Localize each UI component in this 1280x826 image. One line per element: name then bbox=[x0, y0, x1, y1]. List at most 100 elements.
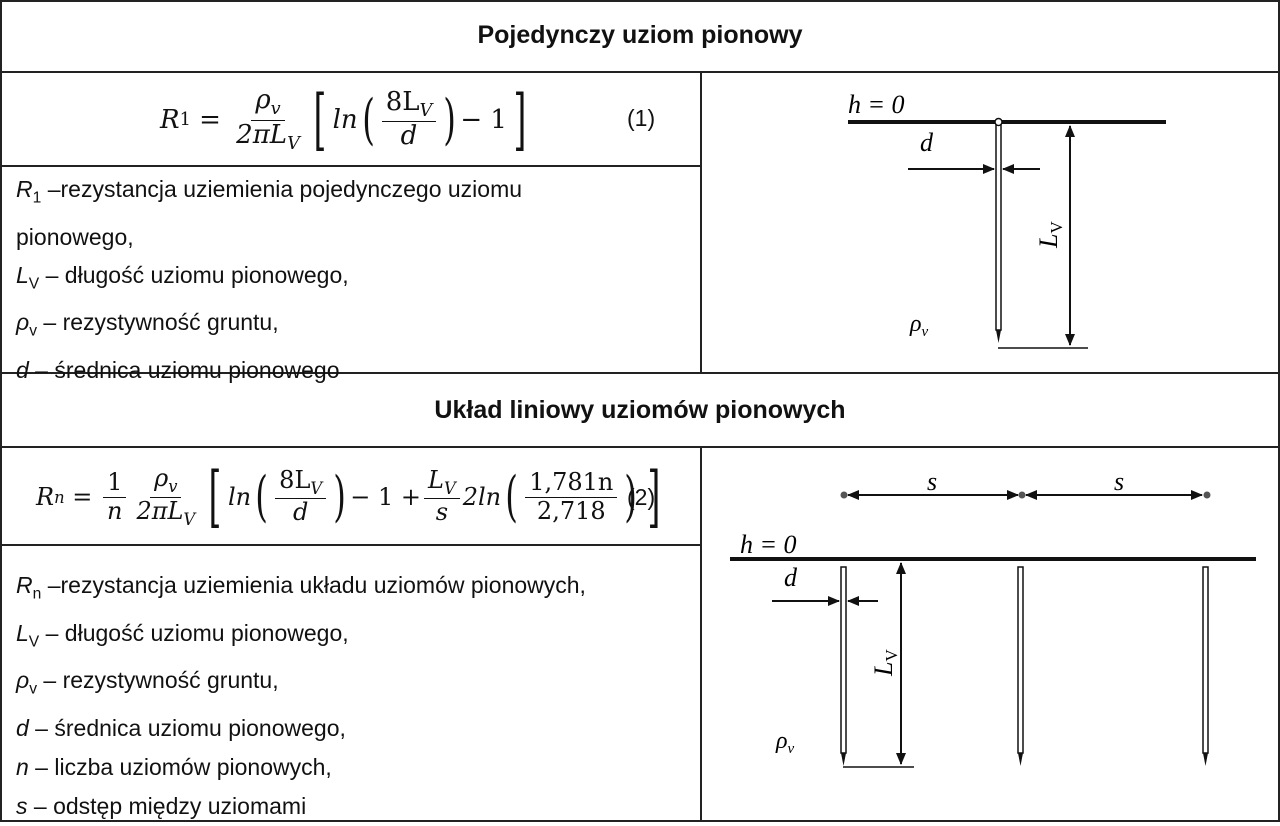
grid-line bbox=[700, 446, 702, 822]
grid-line bbox=[0, 446, 1280, 448]
formula-fraction: ρv 2πLV bbox=[132, 463, 199, 529]
formula-symbol: 8L bbox=[279, 465, 311, 494]
formula-symbol: R bbox=[160, 105, 180, 135]
legend-text: – długość uziomu pionowego, bbox=[39, 261, 349, 288]
formula-fraction: 1,781n 2,718 bbox=[525, 468, 618, 525]
formula-paren: ) bbox=[443, 88, 457, 151]
legend-symbol: L bbox=[16, 261, 29, 288]
legend-text: –rezystancja uziemienia pojedynczego uzi… bbox=[41, 176, 523, 202]
section-title: Pojedynczy uziom pionowy bbox=[477, 21, 803, 49]
legend-symbol-subscript: V bbox=[28, 633, 40, 651]
formula-bracket: ] bbox=[647, 458, 661, 535]
formula-subscript: v bbox=[168, 476, 178, 496]
electrode-tip bbox=[1203, 753, 1208, 766]
formula-subscript: V bbox=[419, 100, 433, 121]
formula-symbol: 1,781n bbox=[525, 468, 618, 498]
resistivity-label: ρv bbox=[775, 728, 795, 757]
legend-row: ρv – rezystywność gruntu, bbox=[16, 661, 586, 709]
legend-row: LV – długość uziomu pionowego, bbox=[16, 614, 586, 662]
table-border-right bbox=[1278, 0, 1280, 822]
formula-paren: ( bbox=[361, 88, 375, 151]
legend-row: d – średnica uziomu pionowego, bbox=[16, 709, 586, 748]
legend-symbol: R bbox=[16, 572, 33, 598]
legend-row: n – liczba uziomów pionowych, bbox=[16, 748, 586, 787]
legend-row: d – średnica uziomu pionowego bbox=[16, 351, 522, 389]
electrode-tip bbox=[841, 753, 846, 766]
legend-text: – długość uziomu pionowego, bbox=[39, 619, 349, 646]
formula-fraction: 1 n bbox=[103, 468, 127, 525]
legend-symbol: d bbox=[16, 356, 29, 383]
formula-symbol: ln bbox=[227, 483, 252, 511]
formula-fraction: LV s bbox=[424, 466, 460, 527]
electrode-tip bbox=[996, 330, 1001, 343]
formula-symbol: 2πL bbox=[136, 496, 184, 525]
table-border-left bbox=[0, 0, 2, 822]
formula-symbol: 2ln bbox=[462, 483, 502, 511]
diameter-label: d bbox=[784, 563, 798, 592]
length-label: LV bbox=[869, 649, 901, 677]
electrode-rod bbox=[840, 566, 847, 754]
legend-symbol: R bbox=[16, 176, 33, 202]
legend-row: LV – długość uziomu pionowego, bbox=[16, 256, 522, 304]
equation-number: (1) bbox=[627, 105, 656, 131]
formula-symbol: d bbox=[400, 121, 418, 152]
grid-line bbox=[0, 165, 700, 167]
legend-symbol-subscript: v bbox=[29, 680, 37, 698]
formula-paren: ) bbox=[333, 465, 347, 528]
formula-symbol: d bbox=[292, 498, 309, 527]
legend-symbol: n bbox=[16, 753, 29, 780]
formula-subscript: V bbox=[287, 133, 300, 154]
legend-text: –rezystancja uziemienia układu uziomów p… bbox=[41, 572, 586, 598]
formula-symbol: ln bbox=[332, 105, 358, 135]
spacing-label: s bbox=[1114, 467, 1124, 496]
formula-symbol: ρ bbox=[255, 84, 271, 115]
formula-subscript: V bbox=[443, 478, 456, 498]
formula-term: − 1 + bbox=[350, 483, 421, 511]
diagram-linear-array: s s h = 0 d LV ρv bbox=[730, 467, 1256, 768]
formula-symbol: 1 bbox=[103, 468, 127, 498]
formula-symbol: 8L bbox=[385, 86, 420, 117]
ground-level-label: h = 0 bbox=[848, 90, 905, 119]
diameter-label: d bbox=[920, 128, 934, 157]
legend-text: – rezystywność gruntu, bbox=[37, 309, 279, 336]
grid-line bbox=[0, 372, 1280, 374]
legend-symbol: L bbox=[16, 619, 29, 646]
grid-line bbox=[700, 71, 702, 373]
resistivity-label: ρv bbox=[909, 311, 929, 340]
formula-subscript: V bbox=[183, 509, 196, 529]
formula-fraction: 8LV d bbox=[381, 86, 437, 152]
formula-bracket: [ bbox=[208, 458, 222, 535]
electrode-rod bbox=[995, 121, 1002, 331]
grid-line bbox=[0, 71, 1280, 73]
legend-row: ρv – rezystywność gruntu, bbox=[16, 303, 522, 351]
formula-symbol: n bbox=[106, 496, 123, 525]
legend-text: – średnica uziomu pionowego bbox=[28, 356, 340, 383]
legend-symbol-subscript: 1 bbox=[32, 189, 42, 207]
formula-bracket: [ bbox=[313, 81, 327, 158]
table-border-bottom bbox=[0, 820, 1280, 822]
legend-section-2: Rn –rezystancja uziemienia układu uziomó… bbox=[16, 566, 586, 826]
formula-symbol: ρ bbox=[154, 463, 169, 492]
legend-row: Rn –rezystancja uziemienia układu uziomó… bbox=[16, 566, 586, 614]
table-border-top bbox=[0, 0, 1280, 2]
formula-fraction: 8LV d bbox=[275, 465, 327, 527]
formula-term: − 1 bbox=[460, 105, 507, 135]
legend-symbol-subscript: V bbox=[28, 275, 40, 293]
legend-symbol: s bbox=[16, 792, 28, 819]
legend-text: – rezystywność gruntu, bbox=[37, 667, 279, 694]
spacing-dot bbox=[1018, 491, 1026, 499]
legend-symbol: ρ bbox=[16, 309, 30, 336]
legend-row: pionowego, bbox=[16, 218, 522, 256]
legend-text: – liczba uziomów pionowych, bbox=[28, 753, 332, 780]
spacing-dot bbox=[840, 491, 848, 499]
formula-subscript: V bbox=[310, 478, 323, 498]
formula-symbol: 2πL bbox=[236, 119, 288, 150]
diagram-single-electrode: h = 0 d LV ρv bbox=[848, 90, 1166, 349]
ground-level-label: h = 0 bbox=[740, 530, 797, 559]
legend-symbol-subscript: v bbox=[29, 322, 37, 340]
formula-symbol: R bbox=[36, 483, 55, 511]
legend-text: pionowego, bbox=[16, 223, 134, 250]
equation-number: (2) bbox=[627, 484, 656, 510]
formula-paren: ( bbox=[255, 465, 268, 528]
